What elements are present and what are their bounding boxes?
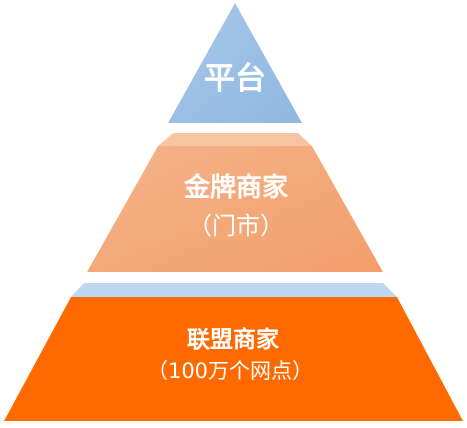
tier-alliance-merchants: 联盟商家 （100万个网点） xyxy=(4,283,463,421)
tier-gold-merchants-title: 金牌商家 xyxy=(183,172,288,203)
tier-gold-merchants-ledge xyxy=(158,133,312,146)
tier-gold-merchants: 金牌商家 （门市） xyxy=(87,133,383,272)
tier-gold-merchants-shape xyxy=(87,146,383,272)
tier-platform: 平台 xyxy=(168,3,302,123)
tier-alliance-merchants-subtitle: （100万个网点） xyxy=(147,359,313,383)
tier-alliance-merchants-shape xyxy=(4,297,463,421)
tier-alliance-merchants-ledge xyxy=(71,283,397,297)
tier-alliance-merchants-title: 联盟商家 xyxy=(187,326,279,353)
tier-gold-merchants-subtitle: （门市） xyxy=(188,212,284,240)
tier-platform-title: 平台 xyxy=(204,61,266,97)
tier-platform-shape xyxy=(168,3,302,123)
